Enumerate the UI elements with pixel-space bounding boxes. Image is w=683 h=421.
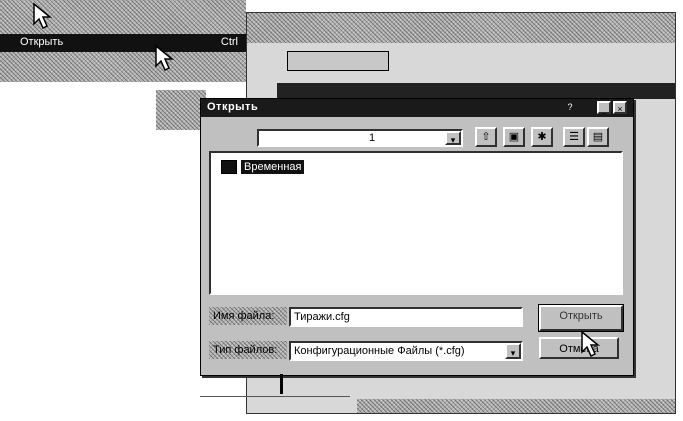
new-folder-icon[interactable]: ✱ <box>531 127 553 147</box>
help-icon[interactable]: ? <box>563 101 577 114</box>
pointer-line <box>280 374 283 394</box>
chevron-down-icon[interactable]: ▾ <box>445 131 461 145</box>
cursor-arrow-icon <box>33 2 53 30</box>
file-type-value: Конфигурационные Файлы (*.cfg) <box>294 345 465 357</box>
file-type-label: Тип файлов: <box>209 341 287 359</box>
list-view-icon[interactable]: ☰ <box>563 127 585 147</box>
close-icon[interactable]: × <box>613 101 627 114</box>
file-list[interactable]: Временная <box>209 151 623 295</box>
menu-item-shortcut: Ctrl <box>220 36 238 48</box>
up-folder-icon[interactable]: ⇧ <box>475 127 497 147</box>
minimize-icon[interactable]: _ <box>597 101 611 114</box>
open-button[interactable]: Открыть <box>538 304 624 332</box>
desktop-icon[interactable]: ▣ <box>503 127 525 147</box>
cursor-arrow-icon <box>581 330 601 358</box>
background-window-toolbar <box>247 13 675 43</box>
open-file-dialog: Открыть ? _ × 1 ▾ ⇧ ▣ ✱ ☰ ▤ Временная Им… <box>200 98 634 376</box>
background-window-bar <box>277 83 675 99</box>
dialog-title-bar[interactable]: Открыть ? _ × <box>201 99 633 117</box>
list-item-folder[interactable]: Временная <box>221 159 305 175</box>
menu-item-label: Открыть <box>20 36 64 48</box>
file-name-input[interactable] <box>289 307 523 327</box>
chevron-down-icon[interactable]: ▾ <box>505 343 521 359</box>
folder-icon <box>221 160 237 174</box>
details-view-icon[interactable]: ▤ <box>587 127 609 147</box>
divider <box>200 396 350 397</box>
file-name-label: Имя файла: <box>209 307 287 325</box>
cancel-button[interactable]: Отмена <box>539 337 619 359</box>
open-button-label: Открыть <box>559 310 603 322</box>
look-in-value: 1 <box>369 132 376 144</box>
background-window-field <box>287 51 389 71</box>
look-in-combobox[interactable]: 1 ▾ <box>257 129 463 147</box>
background-window-statusbar <box>357 399 675 413</box>
background-window-fragment <box>156 90 206 130</box>
file-type-select[interactable]: Конфигурационные Файлы (*.cfg) ▾ <box>289 341 523 361</box>
menu-item-open-highlighted[interactable]: Открыть Ctrl <box>0 34 246 52</box>
folder-label: Временная <box>241 160 305 174</box>
dialog-title: Открыть <box>207 101 259 113</box>
cursor-arrow-icon <box>155 44 175 72</box>
